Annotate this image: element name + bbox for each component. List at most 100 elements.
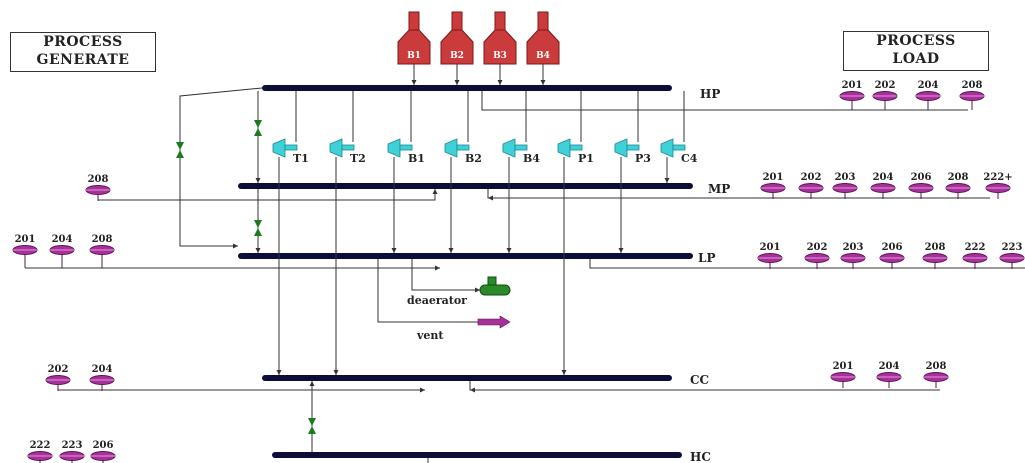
unit-label: 208 — [925, 242, 946, 253]
arrow-head — [411, 80, 417, 85]
cc-load-unit-204 — [876, 372, 902, 388]
mp-load-unit-222+ — [985, 183, 1011, 199]
lp-gen-unit-208 — [89, 245, 115, 261]
turbine-t2 — [329, 138, 355, 158]
cc-load-unit-201 — [830, 372, 856, 388]
unit-label: 202 — [801, 172, 822, 183]
vent-line — [377, 259, 478, 323]
hp-lp-bypass-line — [179, 87, 263, 247]
lp-load-unit-208 — [922, 253, 948, 269]
arrow-head — [432, 189, 438, 194]
turbine-label: P1 — [578, 152, 594, 165]
turbine-label: B4 — [523, 152, 540, 165]
process-generate-line2: GENERATE — [36, 52, 130, 68]
hp-lp-bypass-valve — [176, 142, 184, 158]
mp-load-unit-201 — [760, 183, 786, 199]
turbine-label: C4 — [681, 152, 698, 165]
process-generate-line1: PROCESS — [43, 34, 123, 50]
unit-label: 203 — [843, 242, 864, 253]
process-generate-box: PROCESS GENERATE — [10, 32, 156, 72]
unit-label: 222 — [30, 440, 51, 451]
vent-arrow — [477, 315, 511, 329]
turbine-label: T2 — [350, 152, 366, 165]
arrow-head — [255, 248, 261, 253]
hp-load-unit-208 — [959, 91, 985, 107]
mp-load-unit-208 — [945, 183, 971, 199]
hp-load-unit-202 — [872, 91, 898, 107]
unit-label: 206 — [882, 242, 903, 253]
header-mp — [238, 183, 693, 189]
cc-gen-unit-204 — [89, 375, 115, 391]
hp-load-unit-204 — [915, 91, 941, 107]
unit-label: 206 — [911, 172, 932, 183]
lp-load-unit-206 — [879, 253, 905, 269]
cc-gen-unit-202 — [45, 375, 71, 391]
header-hc — [272, 452, 682, 458]
deaerator-label: deaerator — [407, 294, 467, 307]
vent-label: vent — [416, 329, 444, 342]
unit-label: 204 — [879, 361, 900, 372]
unit-label: 208 — [926, 361, 947, 372]
turbine-c4 — [660, 138, 686, 158]
unit-label: 208 — [92, 234, 113, 245]
arrow-head — [309, 381, 315, 386]
mp-load-unit-202 — [798, 183, 824, 199]
arrow-head — [435, 265, 440, 271]
turbine-label: B2 — [465, 152, 482, 165]
unit-label: 201 — [842, 80, 863, 91]
lp-load-line — [589, 259, 1025, 269]
turbine-b1 — [387, 138, 413, 158]
unit-label: 208 — [948, 172, 969, 183]
unit-label: 223 — [62, 440, 83, 451]
unit-label: 222 — [965, 242, 986, 253]
deaerator-line — [411, 259, 480, 291]
hp-load-unit-201 — [839, 91, 865, 107]
turbine-b2 — [444, 138, 470, 158]
boiler-b2: B2 — [440, 11, 474, 65]
turbine-label: T1 — [293, 152, 309, 165]
unit-label: 202 — [875, 80, 896, 91]
arrow-head — [497, 80, 503, 85]
turbine-b4 — [502, 138, 528, 158]
turbine-label: B1 — [408, 152, 425, 165]
svg-text:B4: B4 — [536, 51, 550, 61]
turbine-t1 — [272, 138, 298, 158]
header-label-hp: HP — [700, 87, 720, 101]
arrow-head — [255, 178, 261, 183]
turbine-label: P3 — [635, 152, 651, 165]
hp-load-line — [481, 91, 968, 111]
cc-hc-valve — [308, 418, 316, 434]
unit-label: 201 — [763, 172, 784, 183]
header-label-hc: HC — [690, 450, 711, 463]
hp-mp-letdown-valve — [254, 120, 262, 136]
mp-gen-line — [98, 189, 436, 201]
arrow-head — [664, 178, 670, 183]
unit-label: 204 — [92, 364, 113, 375]
turbine-p3 — [614, 138, 640, 158]
arrow-head — [333, 370, 339, 375]
lp-load-unit-222 — [962, 253, 988, 269]
svg-text:B3: B3 — [493, 51, 507, 61]
unit-label: 208 — [88, 174, 109, 185]
turbine-p1 — [557, 138, 583, 158]
lp-load-unit-202 — [804, 253, 830, 269]
header-cc — [262, 375, 672, 381]
lp-gen-unit-201 — [12, 245, 38, 261]
process-load-line2: LOAD — [892, 51, 940, 67]
mp-load-unit-203 — [832, 183, 858, 199]
arrow-head — [420, 387, 425, 393]
boiler-b3: B3 — [483, 11, 517, 65]
header-label-mp: MP — [708, 182, 730, 196]
unit-label: 206 — [93, 440, 114, 451]
mp-gen-unit-208 — [85, 185, 111, 201]
unit-label: 202 — [48, 364, 69, 375]
lp-load-unit-203 — [840, 253, 866, 269]
unit-label: 201 — [760, 242, 781, 253]
unit-label: 204 — [52, 234, 73, 245]
mp-lp-letdown-valve — [254, 220, 262, 236]
arrow-head — [470, 387, 475, 393]
arrow-head — [506, 248, 512, 253]
unit-label: 202 — [807, 242, 828, 253]
svg-text:B2: B2 — [450, 51, 464, 61]
mp-load-unit-206 — [908, 183, 934, 199]
